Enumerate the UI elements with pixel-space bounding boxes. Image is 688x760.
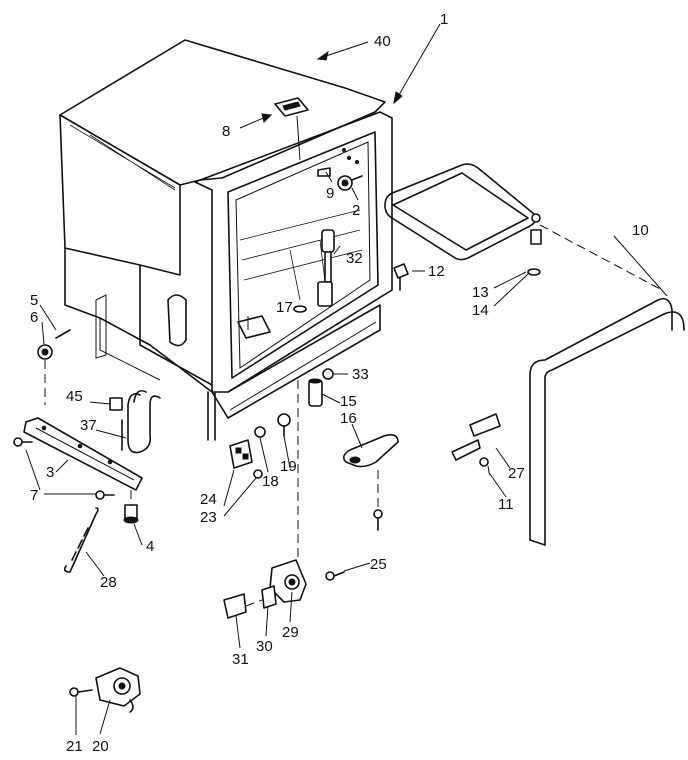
part-12-clip xyxy=(393,263,409,291)
parts-29-30-31-switch xyxy=(223,559,307,619)
callout-3: 3 xyxy=(46,464,54,481)
callout-13: 13 xyxy=(472,284,489,301)
callout-31: 31 xyxy=(232,651,249,668)
callout-4: 4 xyxy=(146,538,154,555)
parts-5-6-leveling xyxy=(37,329,71,405)
callout-11: 11 xyxy=(498,496,514,513)
leader-lines xyxy=(25,23,668,735)
callout-45: 45 xyxy=(66,388,83,405)
part-25-screw xyxy=(325,509,383,581)
callout-12: 12 xyxy=(428,263,445,280)
callout-6: 6 xyxy=(30,309,38,326)
callout-27: 27 xyxy=(508,465,525,482)
part-13-gasket xyxy=(384,163,542,276)
part-28-spring xyxy=(63,507,99,573)
callout-23: 23 xyxy=(200,509,217,526)
parts-20-21-pump xyxy=(69,667,141,713)
callout-14: 14 xyxy=(472,302,489,319)
callout-5: 5 xyxy=(30,292,38,309)
part-8-top-bracket xyxy=(274,97,309,161)
callout-29: 29 xyxy=(282,624,299,641)
callout-10: 10 xyxy=(632,222,649,239)
callout-32: 32 xyxy=(346,250,363,267)
callout-40: 40 xyxy=(374,33,391,50)
callout-2: 2 xyxy=(352,202,360,219)
callout-7: 7 xyxy=(30,487,38,504)
callout-33: 33 xyxy=(352,366,369,383)
callout-24: 24 xyxy=(200,491,217,508)
part-17-latch xyxy=(237,305,307,339)
callout-17: 17 xyxy=(276,299,293,316)
part-16-strap xyxy=(342,434,399,510)
parts-33-15-drain xyxy=(297,368,334,560)
parts-24-23-18-19 xyxy=(229,413,291,479)
part-3-rail xyxy=(23,417,143,491)
callout-28: 28 xyxy=(100,574,117,591)
callout-20: 20 xyxy=(92,738,109,755)
callout-37: 37 xyxy=(80,417,97,434)
callout-8: 8 xyxy=(222,123,230,140)
parts-9-2-32-nozzles xyxy=(317,148,363,307)
callout-19: 19 xyxy=(280,458,297,475)
callout-15: 15 xyxy=(340,393,357,410)
tub-assembly xyxy=(59,39,393,441)
part-10-frame-bar xyxy=(529,224,685,546)
part-4-foot xyxy=(123,490,139,524)
callout-16: 16 xyxy=(340,410,357,427)
parts-27-11-bracket xyxy=(451,413,501,479)
parts-45-37-hose xyxy=(109,389,161,454)
callout-21: 21 xyxy=(66,738,83,755)
part-7-screws xyxy=(13,437,115,500)
callout-30: 30 xyxy=(256,638,273,655)
callout-labels: 40 1 8 9 2 10 32 12 13 14 5 6 17 45 37 3… xyxy=(30,11,649,755)
callout-9: 9 xyxy=(326,185,334,202)
callout-25: 25 xyxy=(370,556,387,573)
callout-1: 1 xyxy=(440,11,448,28)
callout-18: 18 xyxy=(262,473,279,490)
